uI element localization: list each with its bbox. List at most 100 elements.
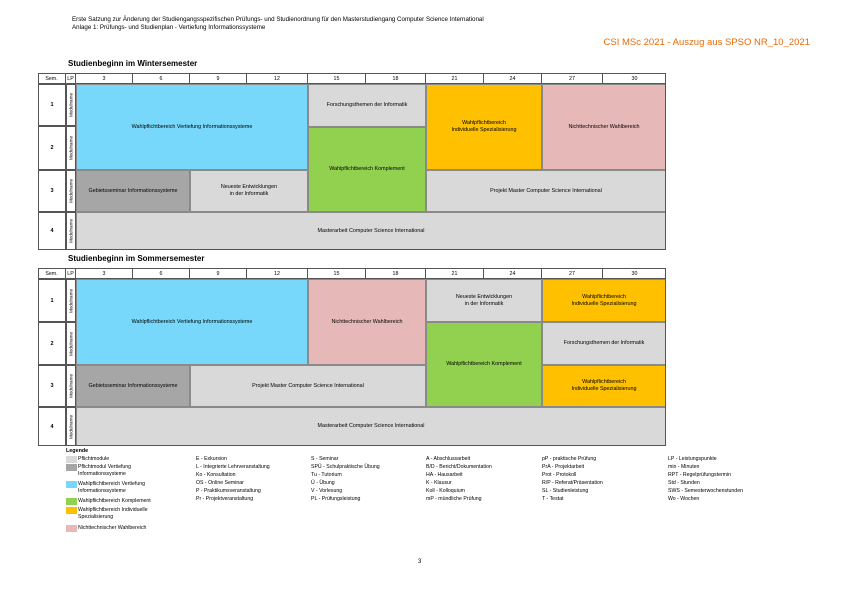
abbreviation: A - Abschlussarbeit [426, 456, 471, 462]
module-label-cell: Modulname [66, 322, 76, 365]
header-col: 30 [631, 75, 638, 82]
abbreviation-column: E - Exkursion L - Integrierte Lehrverans… [196, 455, 270, 503]
header-col: 12 [247, 73, 308, 84]
abbreviation: pP - praktische Prüfung [542, 456, 597, 462]
abbreviation-column: A - Abschlussarbeit B/D - Bericht/Dokume… [426, 455, 492, 503]
module-block-vertiefung: Wahlpflichtbereich Vertiefung Informatio… [76, 84, 308, 170]
module-label-cell: Modulname [66, 279, 76, 322]
abbreviation: OS - Online Seminar [196, 480, 244, 486]
document-id: CSI MSc 2021 - Auszug aus SPSO NR_10_202… [603, 37, 810, 48]
header-col: 9 [190, 268, 247, 279]
module-label-cell: Modulname [66, 84, 76, 126]
abbreviation: RPT - Regelprüfungstermin [668, 472, 732, 478]
module-block-gebietsseminar: Gebietsseminar Informationssysteme [76, 365, 190, 407]
module-block-masterarbeit: Masterarbeit Computer Science Internatio… [76, 212, 666, 250]
module-block-neueste-entwicklungen: Neueste Entwicklungen in der Informatik [190, 170, 308, 212]
legend-swatch [66, 525, 77, 532]
block-line: Wahlpflichtbereich [582, 379, 626, 385]
module-block-forschungsthemen: Forschungsthemen der Informatik [308, 84, 426, 127]
abbreviation: S - Seminar [311, 456, 339, 462]
legend-label: Pflichtmodul Vertiefung [78, 464, 132, 470]
legend-label: Spezialisierung [78, 513, 114, 520]
abbreviation: Wo - Wochen [668, 496, 700, 502]
header-lp: LP [66, 73, 76, 84]
module-block-nichttechnisch: Nichttechnischer Wahlbereich [542, 84, 666, 170]
legend-item: Wahlpflichtbereich Komplement [78, 498, 151, 505]
block-line: Wahlpflichtbereich [582, 293, 626, 300]
abbreviation: B/D - Bericht/Dokumentation [426, 464, 492, 470]
block-line: Neueste Entwicklungen [220, 184, 278, 190]
abbreviation: Tu - Tutorium [311, 472, 342, 478]
header-col: 15 [308, 268, 366, 279]
legend-label: Wahlpflichtbereich Komplement [78, 498, 151, 504]
module-block-individuelle-spezialisierung: Wahlpflichtbereich Individuelle Speziali… [426, 84, 542, 170]
document-title: Erste Satzung zur Änderung der Studienga… [72, 16, 484, 23]
module-block-projekt: Projekt Master Computer Science Internat… [190, 365, 426, 407]
header-col: 18 [366, 73, 426, 84]
winter-section-title: Studienbeginn im Wintersemester [68, 59, 198, 68]
header-col: 27 [542, 268, 603, 279]
header-sem: Sem. [38, 73, 66, 84]
abbreviation-column: pP - praktische Prüfung PrA - Projektarb… [542, 455, 603, 503]
header-col: 18 [366, 268, 426, 279]
abbreviation: SPÜ - Schulpraktische Übung [311, 464, 380, 470]
module-block-forschungsthemen: Forschungsthemen der Informatik [542, 322, 666, 365]
abbreviation: R/P - Referat/Präsentation [542, 480, 603, 486]
legend-label: Informationssysteme [78, 487, 126, 494]
abbreviation: SWS - Semesterwochenstunden [668, 488, 743, 494]
header-lp: LP [66, 268, 76, 279]
module-block-neueste-entwicklungen: Neueste Entwicklungen in der Informatik [426, 279, 542, 322]
abbreviation: E - Exkursion [196, 456, 227, 462]
legend-label: Informationssysteme [78, 470, 126, 477]
abbreviation: LP - Leistungspunkte [668, 456, 717, 462]
legend-swatch [66, 481, 77, 488]
module-block-projekt: Projekt Master Computer Science Internat… [426, 170, 666, 212]
header-col: 21 [426, 268, 484, 279]
semester-cell: 3 [38, 365, 66, 407]
block-line: in der Informatik [464, 300, 504, 307]
legend-label: Wahlpflichtbereich Individuelle [78, 507, 148, 513]
abbreviation: P - Praktikumsveranstaltung [196, 488, 261, 494]
winter-table: Sem. LP 3 6 9 12 15 18 21 24 27 30 1 2 3… [38, 73, 666, 250]
abbreviation: PrA - Projektarbeit [542, 464, 585, 470]
module-block-nichttechnisch: Nichttechnischer Wahlbereich [308, 279, 426, 365]
header-col: 6 [133, 268, 190, 279]
abbreviation: L - Integrierte Lehrveranstaltung [196, 464, 270, 470]
module-block-komplement: Wahlpflichtbereich Komplement [426, 322, 542, 407]
module-block-komplement: Wahlpflichtbereich Komplement [308, 127, 426, 212]
block-line: Neueste Entwicklungen [455, 293, 513, 300]
table-frame [38, 268, 666, 446]
module-label-cell: Modulname [66, 365, 76, 407]
header-col: 3 [76, 73, 133, 84]
module-block-individuelle-spezialisierung: Wahlpflichtbereich Individuelle Speziali… [542, 365, 666, 407]
legend-item: Nichttechnischer Wahlbereich [78, 525, 146, 532]
abbreviation: Std - Stunden [668, 480, 700, 486]
header-col: 30 [631, 270, 638, 277]
module-block-gebietsseminar: Gebietsseminar Informationssysteme [76, 170, 190, 212]
header-col: 24 [484, 268, 542, 279]
abbreviation: Ko - Konsultation [196, 472, 236, 478]
header-col: 12 [247, 268, 308, 279]
abbreviation-column: LP - Leistungspunkte min - Minuten RPT -… [668, 455, 743, 503]
module-label-cell: Modulname [66, 126, 76, 170]
abbreviation: K - Klausur [426, 480, 452, 486]
semester-cell: 4 [38, 212, 66, 250]
block-line: Individuelle Spezialisierung [571, 386, 637, 392]
module-label-cell: Modulname [66, 170, 76, 212]
abbreviation: Prot - Protokoll [542, 472, 577, 478]
abbreviation: Koll - Kolloquium [426, 488, 465, 494]
header-col: 9 [190, 73, 247, 84]
header-col: 6 [133, 73, 190, 84]
header-col: 24 [484, 73, 542, 84]
module-block-individuelle-spezialisierung: Wahlpflichtbereich Individuelle Speziali… [542, 279, 666, 322]
abbreviation: V - Vorlesung [311, 488, 343, 494]
header-col: 27 [542, 73, 603, 84]
abbreviation: SL - Studienleistung [542, 488, 589, 494]
legend-swatch [66, 464, 77, 471]
header-sem: Sem. [38, 268, 66, 279]
legend-swatch [66, 498, 77, 505]
module-block-vertiefung: Wahlpflichtbereich Vertiefung Informatio… [76, 279, 308, 365]
